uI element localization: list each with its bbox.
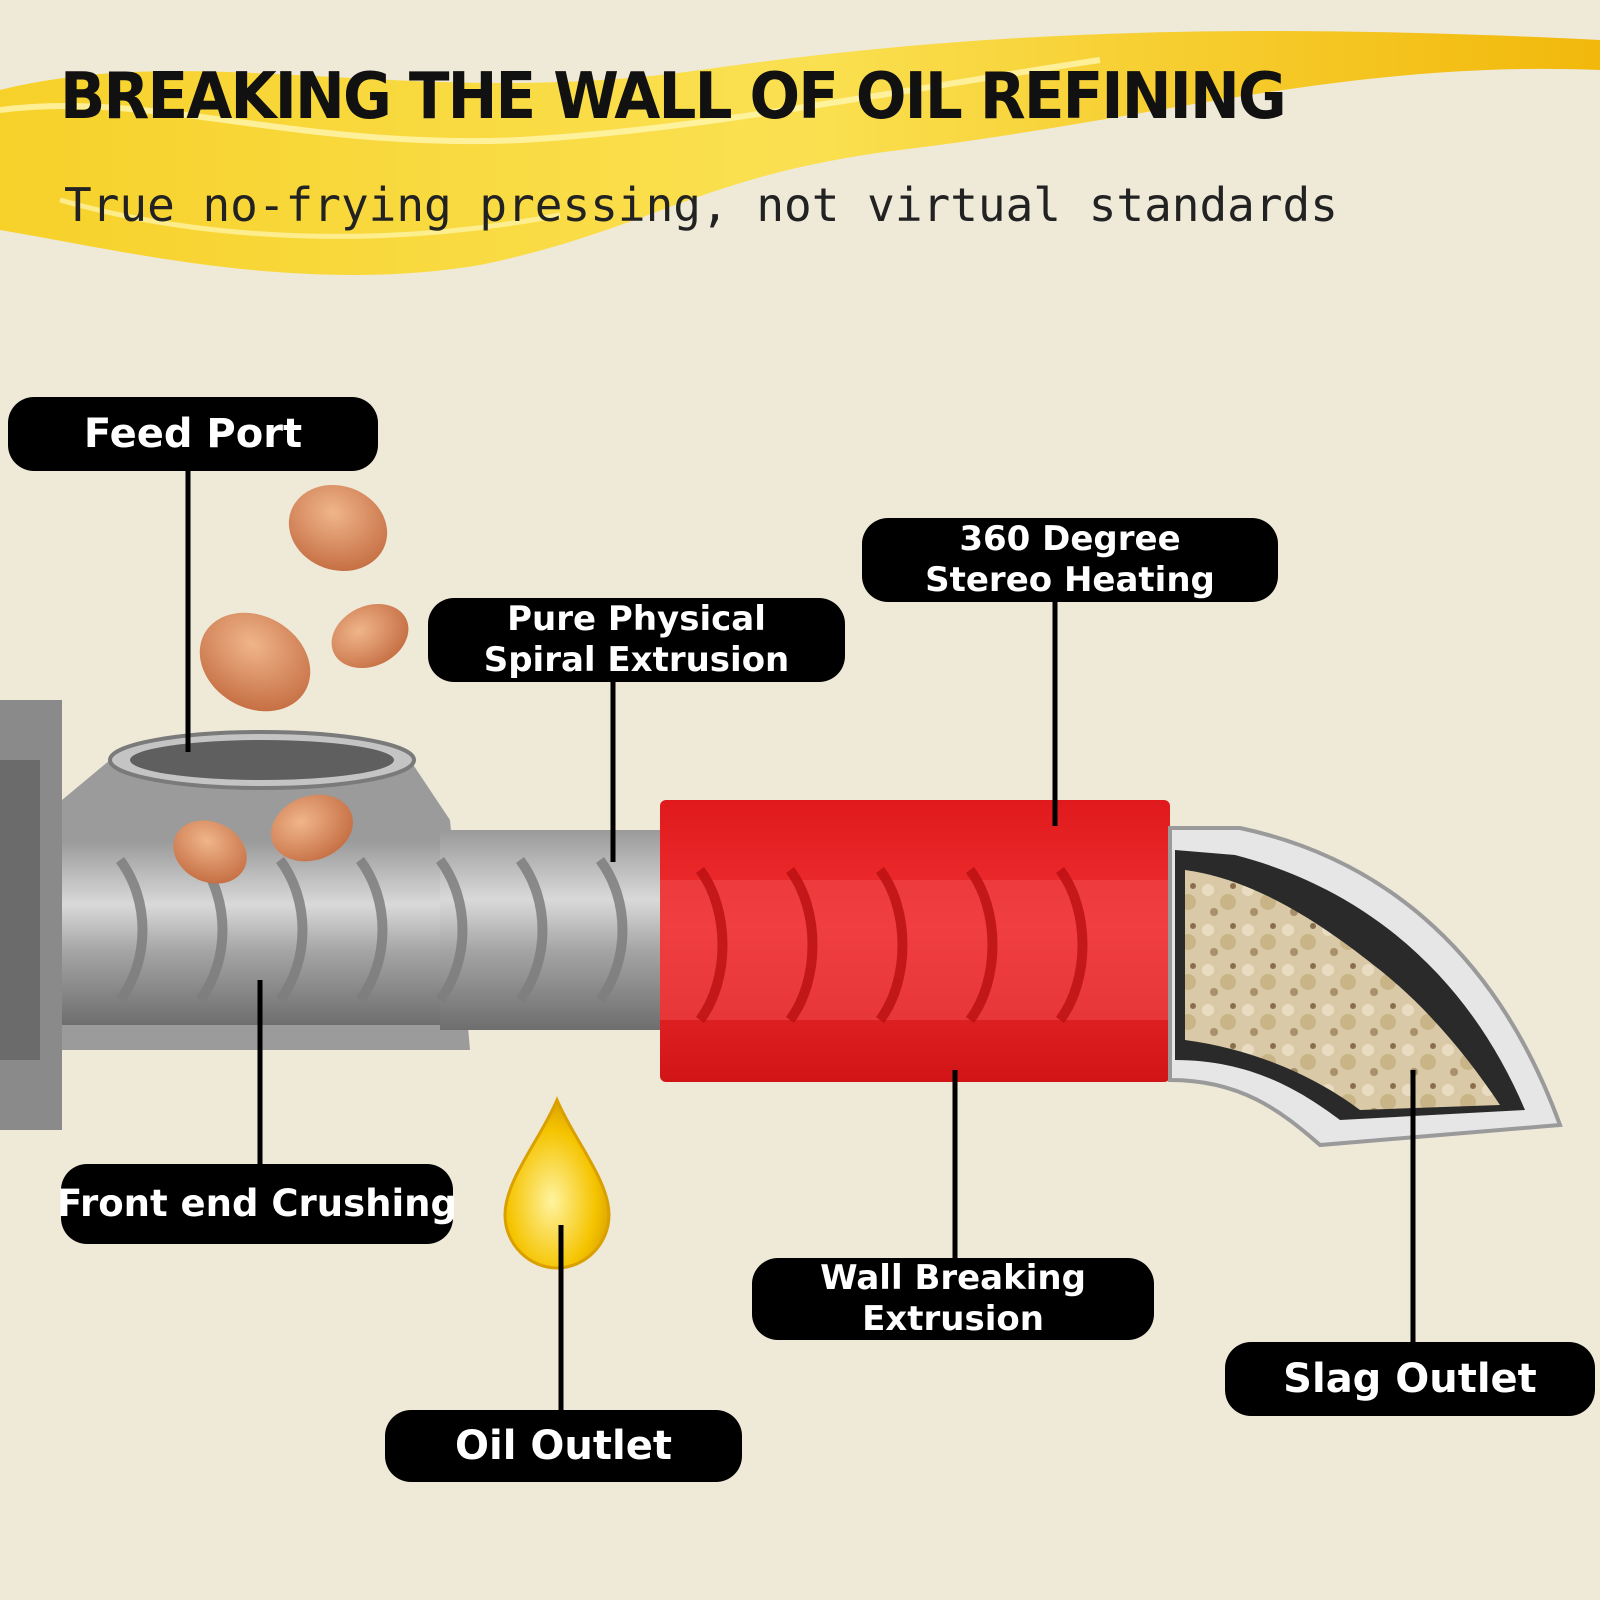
heating-ring bbox=[660, 800, 1170, 1082]
page-subtitle: True no-frying pressing, not virtual sta… bbox=[64, 178, 1338, 232]
label-text: Pure Physical Spiral Extrusion bbox=[483, 599, 790, 680]
page-title: BREAKING THE WALL OF OIL REFINING bbox=[60, 60, 1287, 134]
peanut-icon bbox=[173, 820, 247, 884]
label-text: Wall Breaking Extrusion bbox=[820, 1258, 1086, 1339]
peanut-icon bbox=[288, 484, 388, 572]
peanut-icon bbox=[199, 612, 311, 712]
oil-cake-icon bbox=[1185, 870, 1500, 1110]
label-text: Slag Outlet bbox=[1283, 1356, 1537, 1402]
label-text: Front end Crushing bbox=[57, 1181, 457, 1225]
label-slag-outlet: Slag Outlet bbox=[1225, 1342, 1595, 1416]
oil-drop-icon bbox=[503, 1096, 611, 1270]
label-feed-port: Feed Port bbox=[8, 397, 378, 471]
peanut-icon bbox=[271, 794, 353, 862]
oil-splash-icon bbox=[0, 31, 1600, 276]
motor-housing bbox=[0, 700, 62, 1130]
screw-shaft-icon bbox=[115, 857, 628, 1003]
label-text: Oil Outlet bbox=[455, 1423, 672, 1469]
label-front-end-crushing: Front end Crushing bbox=[57, 1164, 457, 1244]
peanut-icon bbox=[331, 603, 409, 669]
label-wall-breaking: Wall Breaking Extrusion bbox=[752, 1258, 1154, 1340]
slag-outlet-spout bbox=[1168, 826, 1563, 1148]
label-oil-outlet: Oil Outlet bbox=[385, 1410, 742, 1482]
label-text: Feed Port bbox=[83, 411, 303, 457]
label-stereo-heating: 360 Degree Stereo Heating bbox=[862, 518, 1278, 602]
label-spiral-extrusion: Pure Physical Spiral Extrusion bbox=[428, 598, 845, 682]
leader-lines bbox=[185, 470, 1416, 1410]
label-text: 360 Degree Stereo Heating bbox=[925, 519, 1215, 600]
